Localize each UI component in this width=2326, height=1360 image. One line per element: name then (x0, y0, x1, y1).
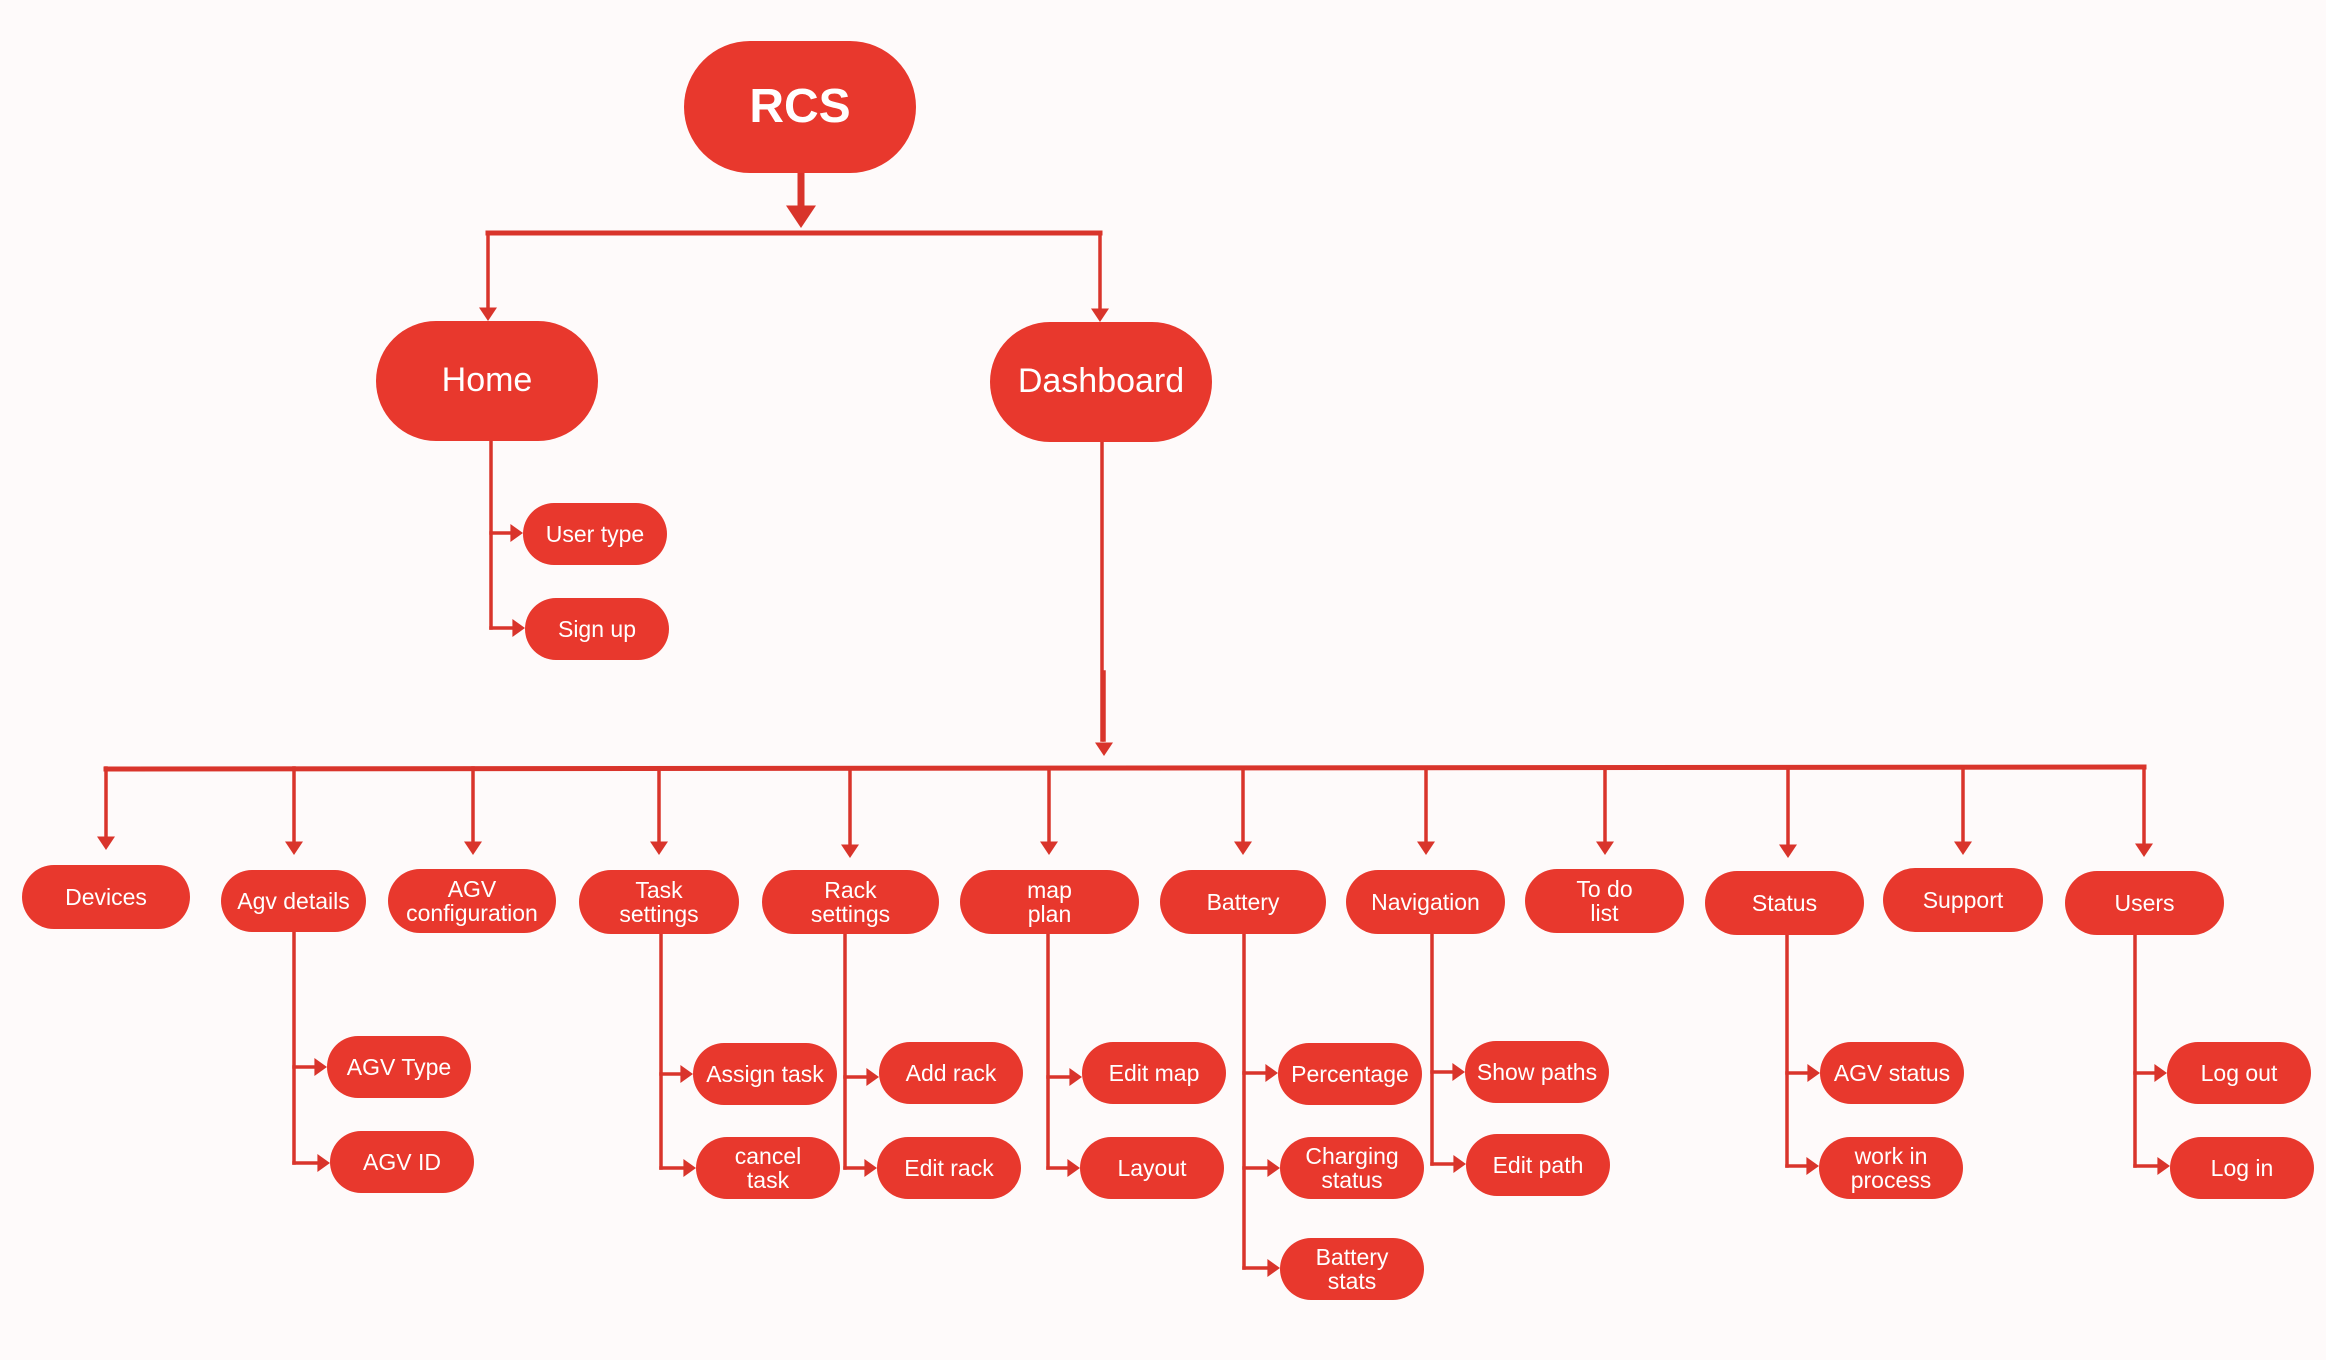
node-agv-details: Agv details (221, 870, 366, 932)
node-charging-status: Charging status (1280, 1137, 1424, 1199)
arrowhead-down (1095, 742, 1113, 756)
arrowhead-down (1779, 844, 1797, 858)
node-log-in: Log in (2170, 1137, 2314, 1199)
node-navigation: Navigation (1346, 870, 1505, 934)
arrowhead-right (314, 1058, 327, 1076)
arrowhead-down (479, 307, 497, 321)
node-edit-path: Edit path (1466, 1134, 1610, 1196)
node-task-settings: Task settings (579, 870, 739, 934)
arrowhead-down (841, 844, 859, 858)
node-layout: Layout (1080, 1137, 1224, 1199)
node-assign-task: Assign task (693, 1043, 837, 1105)
node-devices: Devices (22, 865, 190, 929)
node-cancel-task: cancel task (696, 1137, 840, 1199)
arrowhead-right (1452, 1063, 1465, 1081)
node-status: Status (1705, 871, 1864, 935)
node-sign-up: Sign up (525, 598, 669, 660)
node-work-in-process: work in process (1819, 1137, 1963, 1199)
arrowhead-right (1069, 1068, 1082, 1086)
node-home: Home (376, 321, 598, 441)
node-rack-settings: Rack settings (762, 870, 939, 934)
arrowhead-right (1265, 1064, 1278, 1082)
connector-line (103, 764, 2147, 772)
node-agv-type: AGV Type (327, 1036, 471, 1098)
node-user-type: User type (523, 503, 667, 565)
arrowhead-right (317, 1154, 330, 1172)
node-edit-rack: Edit rack (877, 1137, 1021, 1199)
node-support: Support (1883, 868, 2043, 932)
arrowhead-right (512, 619, 525, 637)
arrowhead-right (510, 524, 523, 542)
arrowhead-right (866, 1068, 879, 1086)
arrowhead-right (1453, 1155, 1466, 1173)
arrowhead-down (1596, 841, 1614, 855)
arrowhead-right (1807, 1064, 1820, 1082)
arrowhead-right (2154, 1064, 2167, 1082)
node-edit-map: Edit map (1082, 1042, 1226, 1104)
arrowhead-right (683, 1159, 696, 1177)
arrowhead-right (1067, 1159, 1080, 1177)
node-percentage: Percentage (1278, 1043, 1422, 1105)
arrowhead-down (786, 205, 816, 228)
node-add-rack: Add rack (879, 1042, 1023, 1104)
arrowhead-down (1040, 841, 1058, 855)
arrowhead-right (864, 1159, 877, 1177)
node-to-do-list: To do list (1525, 869, 1684, 933)
node-log-out: Log out (2167, 1042, 2311, 1104)
arrowhead-right (2157, 1157, 2170, 1175)
node-show-paths: Show paths (1465, 1041, 1609, 1103)
arrowhead-right (1806, 1157, 1819, 1175)
arrowhead-down (650, 841, 668, 855)
arrowhead-right (1267, 1159, 1280, 1177)
arrowhead-down (285, 841, 303, 855)
node-rcs: RCS (684, 41, 916, 173)
node-users: Users (2065, 871, 2224, 935)
node-agv-id: AGV ID (330, 1131, 474, 1193)
node-agv-status: AGV status (1820, 1042, 1964, 1104)
arrowhead-down (1091, 308, 1109, 322)
arrowhead-down (1234, 841, 1252, 855)
arrowhead-right (680, 1065, 693, 1083)
node-battery: Battery (1160, 870, 1326, 934)
arrowhead-down (2135, 843, 2153, 857)
arrowhead-down (1954, 841, 1972, 855)
node-agv-configuration: AGV configuration (388, 869, 556, 933)
node-map-plan: map plan (960, 870, 1139, 934)
arrowhead-down (97, 836, 115, 850)
node-dashboard: Dashboard (990, 322, 1212, 442)
arrowhead-right (1267, 1259, 1280, 1277)
node-battery-stats: Battery stats (1280, 1238, 1424, 1300)
arrowhead-down (1417, 841, 1435, 855)
arrowhead-down (464, 841, 482, 855)
